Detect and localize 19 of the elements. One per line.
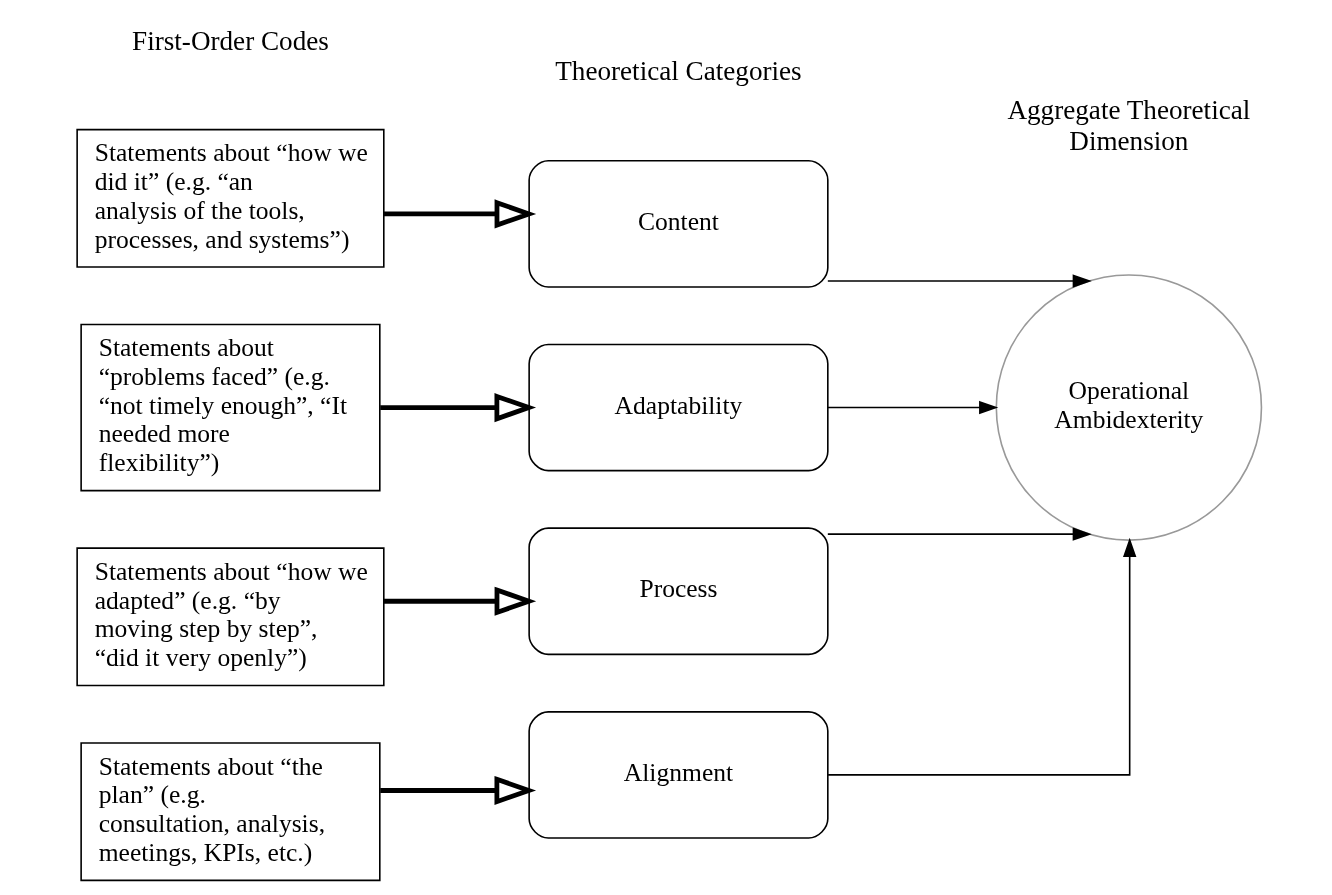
label: Aggregate Theoretical Dimension xyxy=(1006,95,1250,156)
arrow xyxy=(826,537,1136,776)
node-box: Statements about “how we adapted” (e.g. “by moving step by step”, “did it very openly”) xyxy=(75,547,385,687)
node-box: Statements about “the plan” (e.g. consultation, analysis, meetings, KPIs, etc.) xyxy=(79,742,381,882)
arrow xyxy=(826,400,998,415)
label: First-Order Codes xyxy=(131,25,329,56)
arrow xyxy=(826,274,1092,288)
arrow xyxy=(383,586,536,616)
node-box: Statements about “problems faced” (e.g. “not timely enough”, “It needed more flexibility”) xyxy=(79,323,381,492)
node-box: Process xyxy=(527,527,829,656)
arrow xyxy=(383,199,536,229)
label: Theoretical Categories xyxy=(554,56,802,87)
arrow xyxy=(379,393,536,423)
node-box: Content xyxy=(527,160,829,288)
arrow xyxy=(826,527,1092,541)
node-box: Alignment xyxy=(527,711,829,839)
arrow xyxy=(379,775,536,806)
node-box: Adaptability xyxy=(527,343,829,472)
node-box: Statements about “how we did it” (e.g. “an analysis of the tools, processes, and systems”) xyxy=(75,128,385,268)
